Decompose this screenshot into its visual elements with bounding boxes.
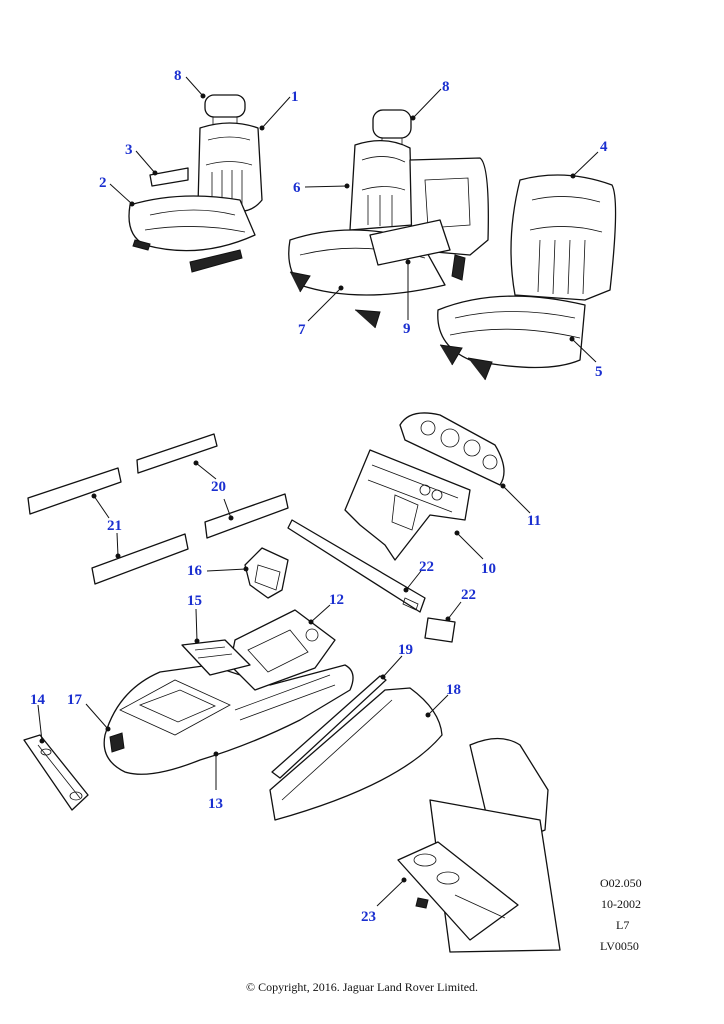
level-code: L7 [616,918,630,932]
callout-11: 11 [527,513,541,529]
callout-16: 16 [187,563,203,579]
side-panel-19 [271,675,387,779]
callout-1: 1 [291,89,299,105]
callout-17: 17 [67,692,83,708]
callout-14: 14 [30,692,46,708]
callout-labels: 1 2 3 4 5 6 7 8 8 9 10 11 12 13 14 15 16… [30,68,608,925]
callout-20: 20 [211,479,226,495]
cup-holder-16 [244,547,289,599]
callout-6: 6 [293,180,301,196]
callout-4: 4 [600,139,608,155]
trim-strip-22 [287,519,456,643]
callout-3: 3 [125,142,133,158]
trim-panels-20-21 [27,433,289,585]
callout-15: 15 [187,593,202,609]
seat-back-tray-23 [397,737,561,953]
callout-10: 10 [481,561,496,577]
reference-code: O02.050 [600,876,642,890]
callout-8a: 8 [174,68,182,84]
callout-19: 19 [398,642,413,658]
callout-7: 7 [298,322,306,338]
callout-8b: 8 [442,79,450,95]
leader-lines [37,76,599,907]
instrument-panel-11 [399,412,505,486]
callout-5: 5 [595,364,603,380]
front-seat-1 [128,94,263,273]
centre-panel-10 [344,449,471,561]
callout-22a: 22 [419,559,434,575]
console-13 [103,664,354,775]
side-panel-18 [269,687,443,821]
tray-14 [23,734,89,811]
seat-4 [437,174,617,381]
callout-23: 23 [361,909,376,925]
callout-21: 21 [107,518,122,534]
copyright-notice: © Copyright, 2016. Jaguar Land Rover Lim… [245,980,479,994]
panel-15 [181,639,251,676]
callout-22b: 22 [461,587,476,603]
callout-13: 13 [208,796,223,812]
illustration-code: LV0050 [600,939,639,953]
callout-2: 2 [99,175,107,191]
callout-9: 9 [403,321,411,337]
rear-seat-6 [288,109,489,329]
callout-18: 18 [446,682,461,698]
issue-date: 10-2002 [601,897,641,911]
callout-12: 12 [329,592,344,608]
